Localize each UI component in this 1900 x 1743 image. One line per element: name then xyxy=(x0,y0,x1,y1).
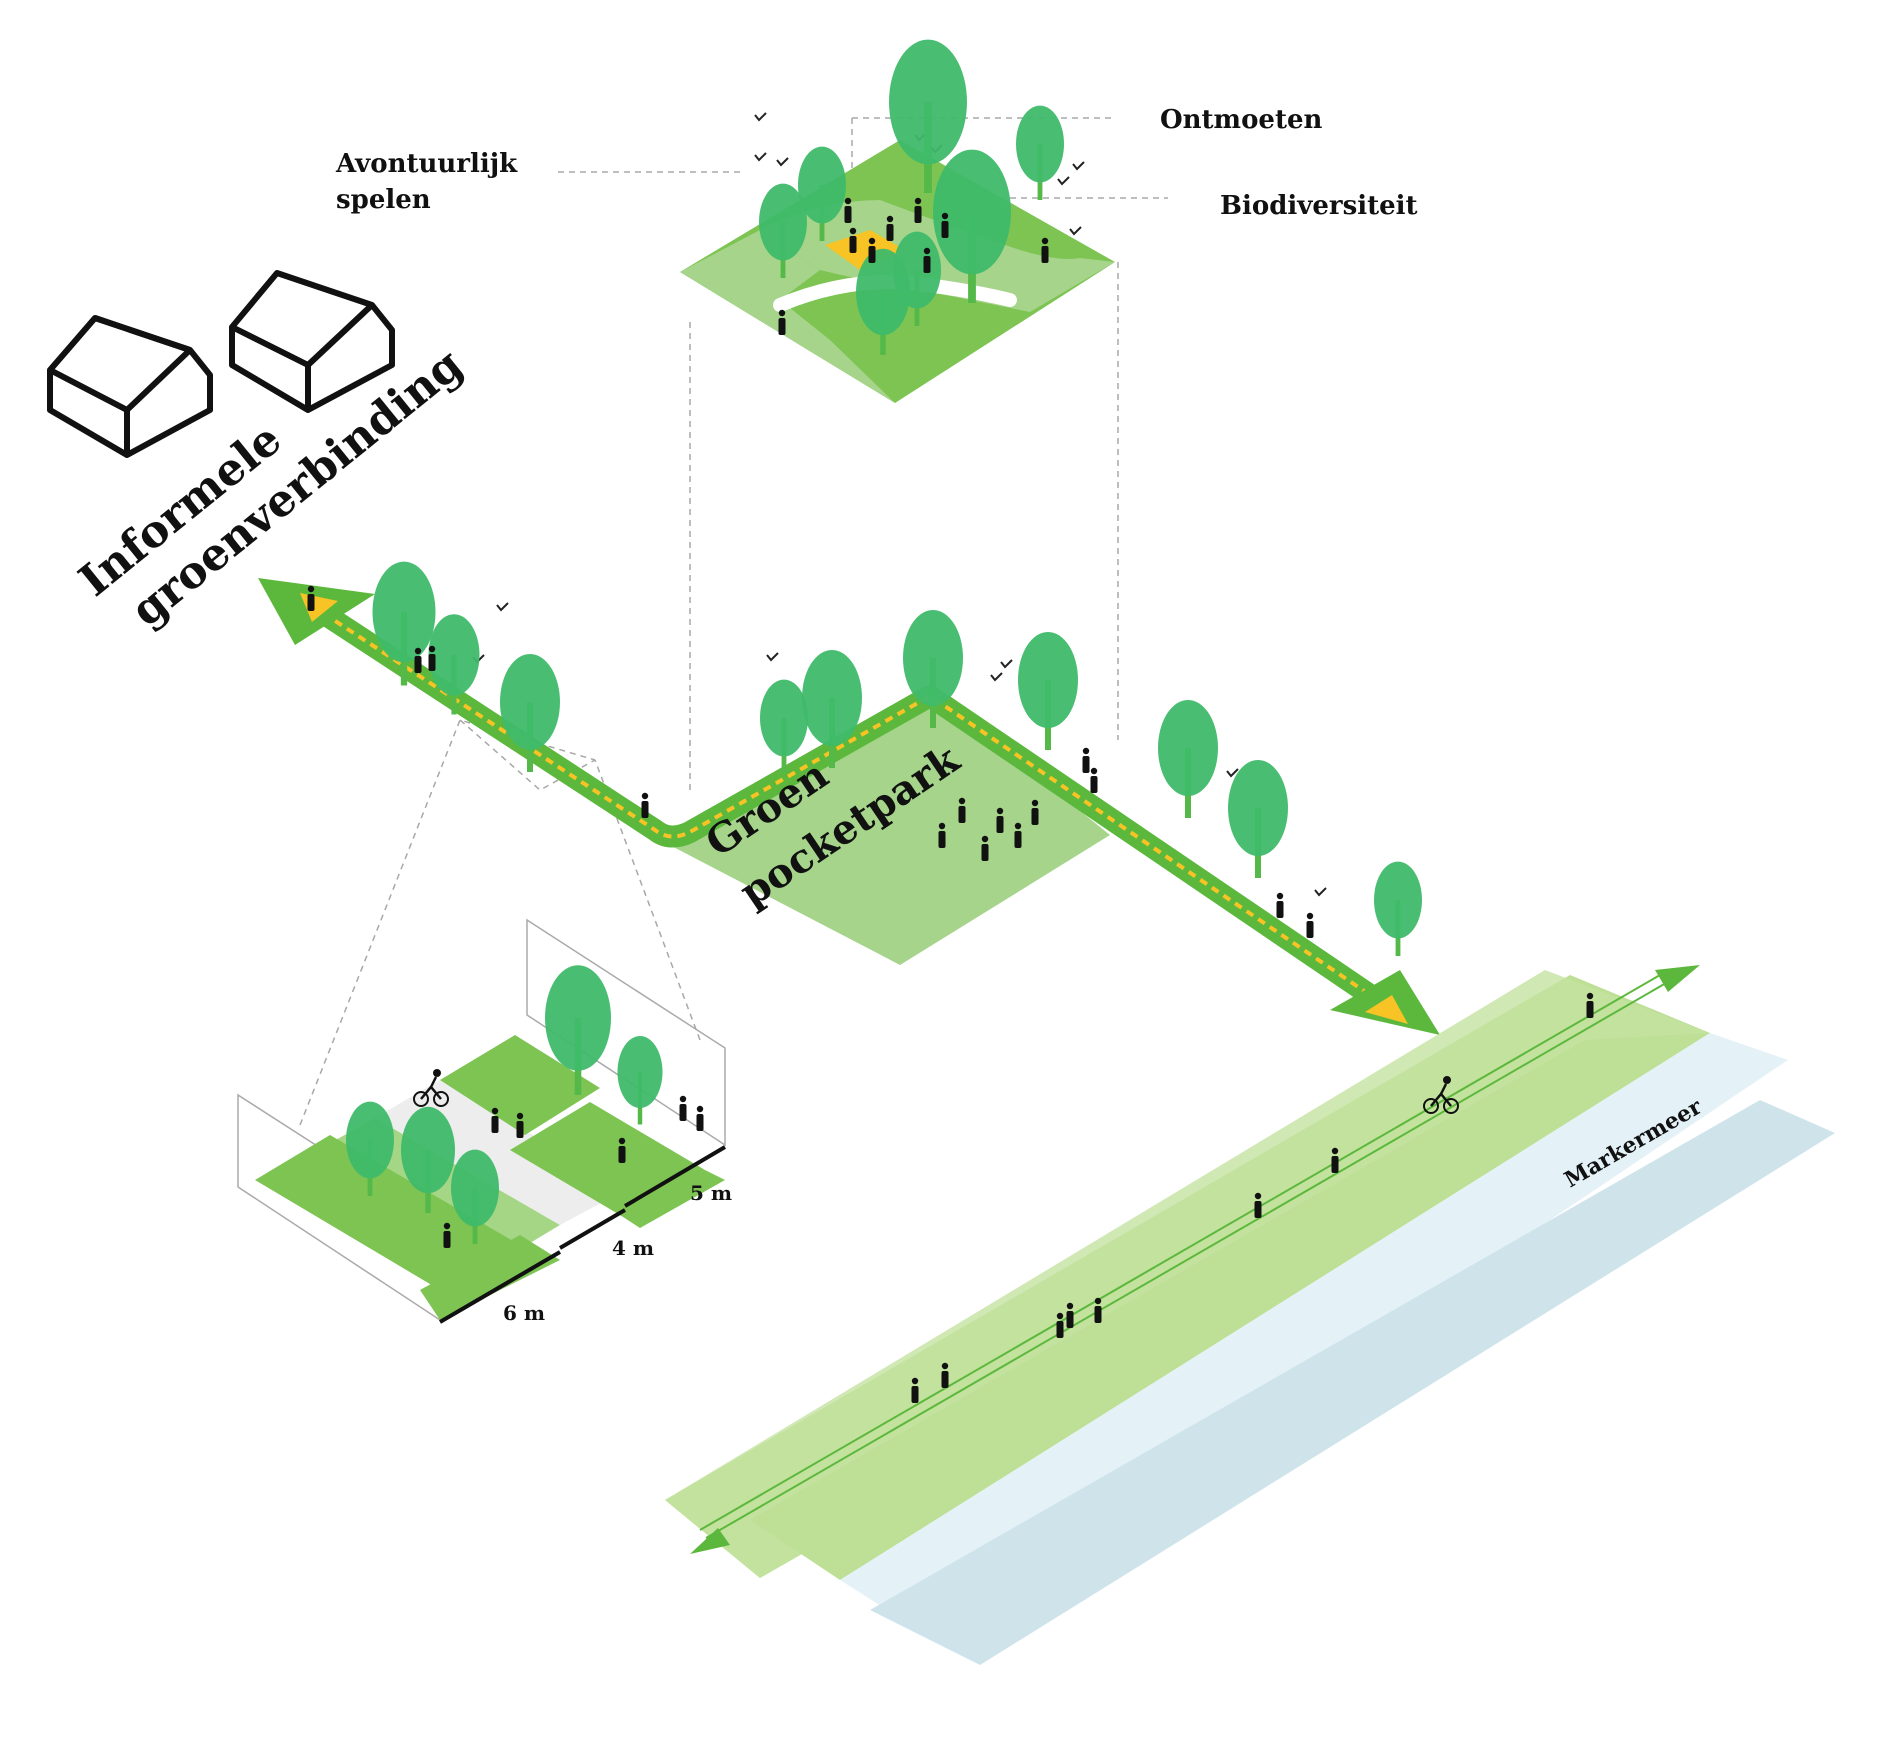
person-icon xyxy=(911,1377,919,1403)
bird-icon xyxy=(1226,768,1239,778)
cyclist-icon xyxy=(1423,1076,1459,1114)
person-icon xyxy=(844,197,852,223)
person-icon xyxy=(941,212,949,238)
person-icon xyxy=(1056,1312,1064,1338)
bird-icon xyxy=(496,602,509,612)
bird-icon xyxy=(1057,176,1070,186)
person-icon xyxy=(443,1222,451,1248)
bird-icon xyxy=(754,152,767,162)
bird-icon xyxy=(776,157,789,167)
water-dark xyxy=(870,1100,1835,1665)
tree-icon xyxy=(889,39,967,193)
tree-icon xyxy=(401,1106,455,1213)
house-icon xyxy=(229,270,395,413)
dike xyxy=(665,965,1835,1665)
water-light xyxy=(840,1033,1788,1637)
person-icon xyxy=(1094,1297,1102,1323)
tree-icon xyxy=(802,650,862,768)
label-avontuurlijk-line2: spelen xyxy=(336,185,431,215)
person-icon xyxy=(941,1362,949,1388)
tree-icon xyxy=(1018,632,1078,750)
person-icon xyxy=(1031,799,1039,825)
bird-icon xyxy=(1000,659,1013,669)
person-icon xyxy=(428,645,436,671)
person-icon xyxy=(1014,822,1022,848)
person-icon xyxy=(618,1137,626,1163)
tree-icon xyxy=(903,610,963,728)
person-icon xyxy=(938,822,946,848)
person-icon xyxy=(1254,1192,1262,1218)
tree-icon xyxy=(798,146,846,241)
tree-icon xyxy=(1158,700,1218,818)
person-icon xyxy=(1586,992,1594,1018)
person-icon xyxy=(1041,237,1049,263)
pocketpark-ground xyxy=(660,690,1110,965)
person-icon xyxy=(1331,1147,1339,1173)
tree-icon xyxy=(451,1149,499,1244)
tree-icon xyxy=(617,1036,663,1125)
tree-icon xyxy=(933,149,1011,303)
street-section xyxy=(237,918,727,1324)
tree-icon xyxy=(1016,105,1064,200)
house-icon xyxy=(47,315,213,458)
person-icon xyxy=(981,835,989,861)
person-icon xyxy=(1276,892,1284,918)
person-icon xyxy=(996,807,1004,833)
person-icon xyxy=(516,1112,524,1138)
person-icon xyxy=(958,797,966,823)
person-icon xyxy=(1082,747,1090,773)
bird-icon xyxy=(766,652,779,662)
bird-icon xyxy=(1069,226,1082,236)
person-icon xyxy=(778,309,786,335)
label-avontuurlijk-line1: Avontuurlijk xyxy=(335,149,518,179)
label-dim-4m: 4 m xyxy=(612,1236,654,1260)
tree-icon xyxy=(500,654,560,772)
tree-icon xyxy=(545,965,611,1095)
person-icon xyxy=(696,1105,704,1131)
cyclist-icon xyxy=(413,1069,449,1107)
tree-icon xyxy=(346,1101,394,1196)
bird-icon xyxy=(1072,161,1085,171)
label-biodiversiteit: Biodiversiteit xyxy=(1220,191,1418,221)
tree-icon xyxy=(856,248,910,355)
person-icon xyxy=(641,792,649,818)
green-route xyxy=(258,578,1440,1035)
person-icon xyxy=(679,1095,687,1121)
tree-icon xyxy=(759,183,807,278)
people xyxy=(307,197,1594,1403)
label-dim-5m: 5 m xyxy=(690,1181,732,1205)
bird-icon xyxy=(1314,887,1327,897)
trees xyxy=(346,39,1422,1244)
bird-icon xyxy=(990,672,1003,682)
label-ontmoeten: Ontmoeten xyxy=(1160,105,1323,135)
person-icon xyxy=(923,247,931,273)
person-icon xyxy=(868,237,876,263)
arrow-icon xyxy=(1655,965,1700,992)
tree-icon xyxy=(1374,861,1422,956)
person-icon xyxy=(1066,1302,1074,1328)
person-icon xyxy=(1090,767,1098,793)
person-icon xyxy=(886,215,894,241)
person-icon xyxy=(914,197,922,223)
tree-icon xyxy=(1228,760,1288,878)
tree-icon xyxy=(428,614,480,715)
label-dim-6m: 6 m xyxy=(503,1301,545,1325)
person-icon xyxy=(491,1107,499,1133)
tree-icon xyxy=(760,679,808,774)
arrow-icon xyxy=(690,1528,730,1554)
person-icon xyxy=(414,647,422,673)
tree-icon xyxy=(372,561,436,686)
bird-icon xyxy=(754,112,767,122)
person-icon xyxy=(849,227,857,253)
person-icon xyxy=(1306,912,1314,938)
person-icon xyxy=(307,585,315,611)
